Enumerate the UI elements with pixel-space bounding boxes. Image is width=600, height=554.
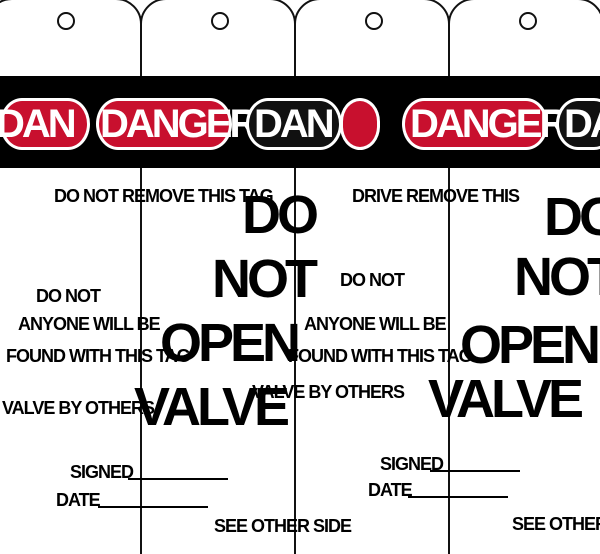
danger-band-2 (96, 98, 232, 150)
big-word-valve: VALVE (428, 369, 584, 429)
danger-band-6 (556, 98, 600, 150)
signed-line (128, 478, 228, 480)
see-other-side-text: SEE OTHER SIDE (214, 516, 352, 536)
danger-label-2: DANGER (100, 102, 258, 146)
tag-hole-icon (365, 12, 383, 30)
danger-band-4 (340, 98, 380, 150)
instruction-text: DO NOT REMOVE THIS TAG (54, 186, 274, 206)
big-word-valve: VALVE (134, 377, 290, 437)
instruction-text: FOUND WITH THIS TAG (288, 346, 473, 366)
instruction-text: ANYONE WILL BE (304, 314, 447, 334)
instruction-text: DO NOT (340, 270, 405, 290)
see-other-side-text: SEE OTHER SIDE (512, 514, 600, 534)
danger-label-5: DANGER (410, 102, 568, 146)
big-word-not: NOT (514, 247, 600, 307)
instruction-text: ANYONE WILL BE (18, 314, 161, 334)
signed-line (430, 470, 520, 472)
tag-hole-icon (211, 12, 229, 30)
danger-label-6: DA (564, 102, 600, 146)
instruction-text: FOUND WITH THIS TAG (6, 346, 191, 366)
date-line (408, 496, 508, 498)
big-word-open: OPEN (160, 313, 301, 373)
instruction-text: DRIVE REMOVE THIS (352, 186, 520, 206)
danger-band-5 (402, 98, 548, 150)
big-word-do: DO (242, 185, 319, 245)
danger-label-1: DAN (0, 102, 77, 146)
danger-label-3: DAN (254, 102, 335, 146)
signed-label: SIGNED (70, 462, 134, 482)
instruction-text: VALVE BY OTHERS (252, 382, 405, 402)
date-label: DATE (368, 480, 413, 500)
instruction-text: DO NOT (36, 286, 101, 306)
date-line (98, 506, 208, 508)
big-word-open: OPEN (460, 315, 600, 375)
tag-hole-icon (519, 12, 537, 30)
instruction-text: VALVE BY OTHERS (2, 398, 155, 418)
signed-label: SIGNED (380, 454, 444, 474)
date-label: DATE (56, 490, 101, 510)
tag-hole-icon (57, 12, 75, 30)
big-word-do: DO (544, 187, 600, 247)
big-word-not: NOT (212, 249, 318, 309)
danger-band-1 (0, 98, 90, 150)
